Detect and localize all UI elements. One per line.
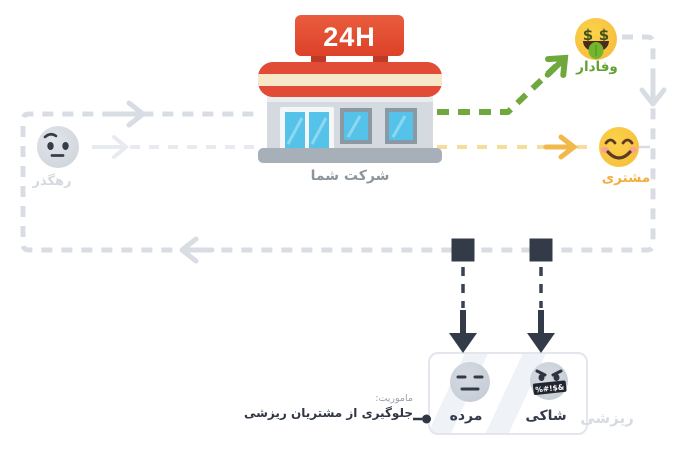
churn-arrow-left-stem	[460, 310, 466, 336]
store-sign	[295, 15, 404, 56]
mission-connector-dot	[422, 414, 431, 424]
loyal-label: وفادار	[576, 59, 618, 75]
churn-arrow-right-head-icon	[527, 333, 555, 353]
svg-text:$: $	[583, 26, 593, 44]
smiling-face-icon	[599, 127, 639, 167]
loop-left-arrow-icon	[179, 236, 215, 264]
customer-label: مشتری	[601, 170, 651, 186]
loyal-line	[437, 63, 559, 115]
passerby-label: رهگذر	[32, 174, 72, 189]
store-icon: 24H	[258, 15, 442, 163]
company-label: شرکت شما	[310, 168, 390, 184]
customer-arrow-icon	[543, 134, 579, 160]
churn-arrow-left-head-icon	[449, 333, 477, 353]
store-window-left	[340, 108, 372, 144]
store-window-right	[385, 108, 417, 144]
loop-down-arrow-icon	[639, 71, 667, 107]
churn-square-right	[529, 238, 553, 262]
mission-text: جلوگیری از مشتریان ریزشی	[243, 405, 413, 420]
mission-title: ماموریت:	[375, 393, 413, 404]
complainer-label: شاکی	[525, 408, 567, 424]
cursing-face-icon: %#!$&	[530, 362, 568, 400]
raised-eyebrow-face-icon	[37, 126, 79, 168]
store-wall-trim	[267, 95, 433, 102]
store-door	[280, 107, 334, 150]
money-mouth-face-icon: $ $	[575, 18, 617, 60]
passerby-arrow-icon	[100, 135, 130, 159]
loop-right-arrow-icon	[110, 100, 146, 128]
store-base	[258, 148, 442, 163]
churn-arrow-right-stem	[538, 310, 544, 336]
churn-group-label: ریزشی	[580, 409, 634, 427]
expressionless-face-icon	[450, 362, 490, 402]
mission-note: ماموریت: جلوگیری از مشتریان ریزشی	[244, 393, 413, 421]
censored-banner: %#!$&	[532, 380, 567, 395]
svg-text:$: $	[599, 26, 609, 44]
store-sign-text: 24H	[323, 22, 376, 52]
churn-square-left	[451, 238, 475, 262]
dead-label: مرده	[449, 408, 483, 424]
loyal-arrow-icon	[544, 54, 569, 78]
censored-text: %#!$&	[535, 382, 565, 394]
store-awning	[258, 62, 442, 97]
